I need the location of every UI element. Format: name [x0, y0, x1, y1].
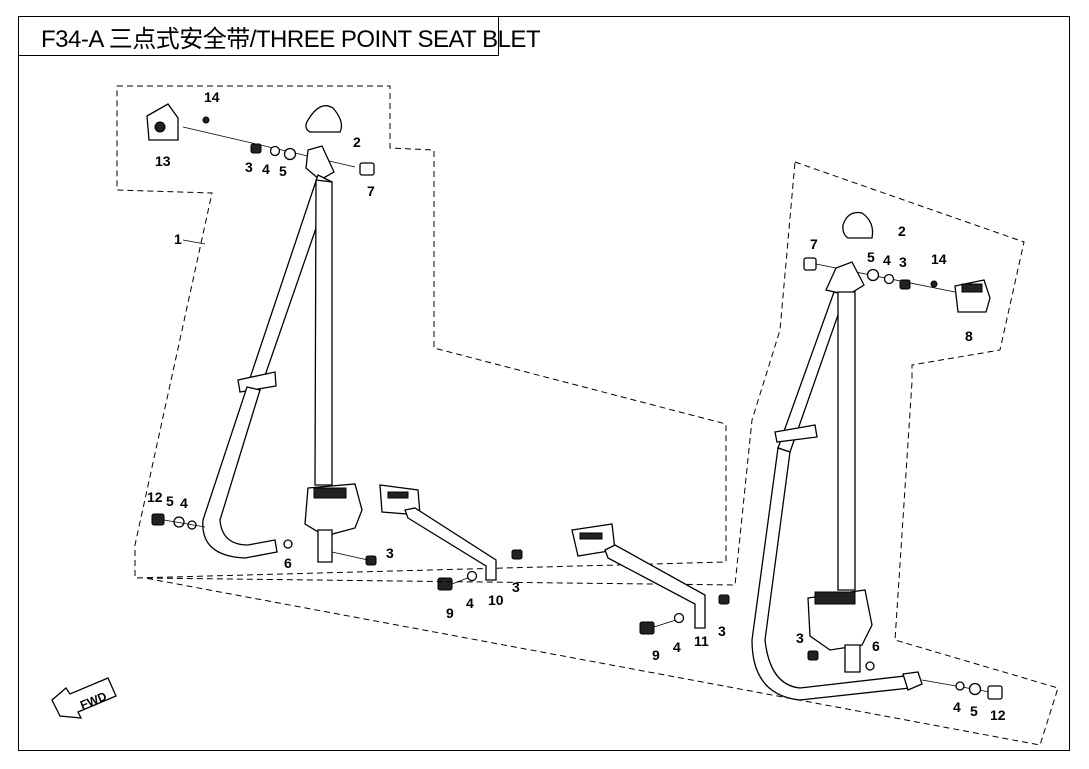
nut-3 [250, 143, 262, 154]
belt-guide-loop [774, 424, 818, 443]
buckle-stalk-11 [604, 544, 706, 629]
lap-belt-webbing [751, 447, 911, 701]
forward-direction-arrow: FWD [51, 677, 117, 719]
callout-6: 6 [872, 638, 880, 654]
nut-3 [511, 549, 523, 560]
callout-12: 12 [990, 707, 1006, 723]
callout-11: 11 [694, 633, 709, 649]
nut-3 [718, 594, 730, 605]
callout-4: 4 [180, 495, 188, 511]
callout-9: 9 [446, 605, 454, 621]
callout-7: 7 [367, 183, 375, 199]
callout-4: 4 [673, 639, 681, 655]
washer-4 [955, 681, 965, 691]
fwd-arrow-icon [51, 677, 117, 719]
callout-4: 4 [953, 699, 961, 715]
page-title: F34-A 三点式安全带/THREE POINT SEAT BLET [18, 16, 541, 56]
leader-line [451, 576, 471, 585]
callout-3: 3 [512, 579, 520, 595]
bolt-12 [987, 685, 1003, 700]
callout-5: 5 [867, 249, 875, 265]
callout-9: 9 [652, 647, 660, 663]
clip-14 [930, 280, 938, 288]
upper-anchor-bracket [825, 261, 865, 296]
leader-line [163, 519, 206, 528]
buckle-slot [387, 491, 409, 499]
washer-5 [968, 682, 982, 696]
trim-cover-13 [146, 103, 179, 141]
washer-6 [865, 661, 875, 671]
leader-line [182, 239, 206, 245]
nut-3 [807, 650, 819, 661]
callout-4: 4 [466, 595, 474, 611]
callout-3: 3 [245, 159, 253, 175]
belt-end-fitting [902, 671, 923, 691]
callout-13: 13 [155, 153, 171, 169]
washer-6 [283, 539, 293, 549]
callout-8: 8 [965, 328, 973, 344]
callout-14: 14 [931, 251, 947, 267]
left-seat-belt-assembly: 1 2 3 4 5 7 13 14 12 5 4 6 3 9 4 10 3 [116, 85, 727, 621]
retractor-bracket [317, 529, 333, 563]
callout-4: 4 [262, 161, 270, 177]
callout-2: 2 [898, 223, 906, 239]
retractor-cover [313, 487, 347, 499]
leader-line [331, 551, 369, 561]
callout-5: 5 [166, 493, 174, 509]
leader-line [653, 619, 677, 628]
washer-4 [269, 145, 281, 157]
left-assembly-boundary [116, 85, 727, 579]
cap-2 [842, 211, 874, 239]
callout-14: 14 [204, 89, 220, 105]
lap-belt-webbing [202, 386, 278, 559]
right-seat-belt-assembly: 2 7 5 4 3 14 8 9 4 11 3 3 6 4 5 12 [144, 161, 1059, 746]
right-assembly-boundary [144, 161, 1059, 746]
trim-cover-8-top [961, 283, 983, 293]
callout-12: 12 [147, 489, 163, 505]
callout-6: 6 [284, 555, 292, 571]
retractor-cover [814, 591, 856, 605]
trim-cover-13-hole [154, 121, 166, 133]
buckle-stalk-10 [404, 507, 497, 581]
bolt-12 [151, 513, 165, 526]
callout-7: 7 [810, 236, 818, 252]
washer-4 [883, 273, 895, 285]
callout-5: 5 [279, 163, 287, 179]
nut-3 [899, 279, 911, 290]
bolt-9 [437, 577, 453, 591]
washer-4 [466, 570, 478, 582]
bolt-7 [359, 162, 375, 176]
callout-3: 3 [718, 623, 726, 639]
retractor-unit [807, 589, 873, 651]
vertical-belt-webbing [837, 291, 856, 591]
callout-10: 10 [488, 592, 504, 608]
retractor-bracket [844, 644, 861, 673]
cap-2 [305, 105, 343, 133]
buckle-slot [579, 532, 603, 540]
callout-3: 3 [386, 545, 394, 561]
upper-anchor-bracket [305, 145, 335, 181]
callout-5: 5 [970, 703, 978, 719]
vertical-belt-webbing [314, 179, 333, 486]
clip-14 [202, 116, 210, 124]
bolt-9 [639, 621, 655, 635]
washer-4 [673, 612, 685, 624]
callout-2: 2 [353, 134, 361, 150]
bolt-7 [803, 257, 817, 271]
nut-3 [365, 555, 377, 566]
callout-4: 4 [883, 252, 891, 268]
drawing-frame [18, 16, 1070, 751]
callout-3: 3 [796, 630, 804, 646]
washer-5 [283, 147, 297, 161]
washer-5 [866, 268, 880, 282]
callout-3: 3 [899, 254, 907, 270]
callout-1: 1 [174, 231, 182, 247]
